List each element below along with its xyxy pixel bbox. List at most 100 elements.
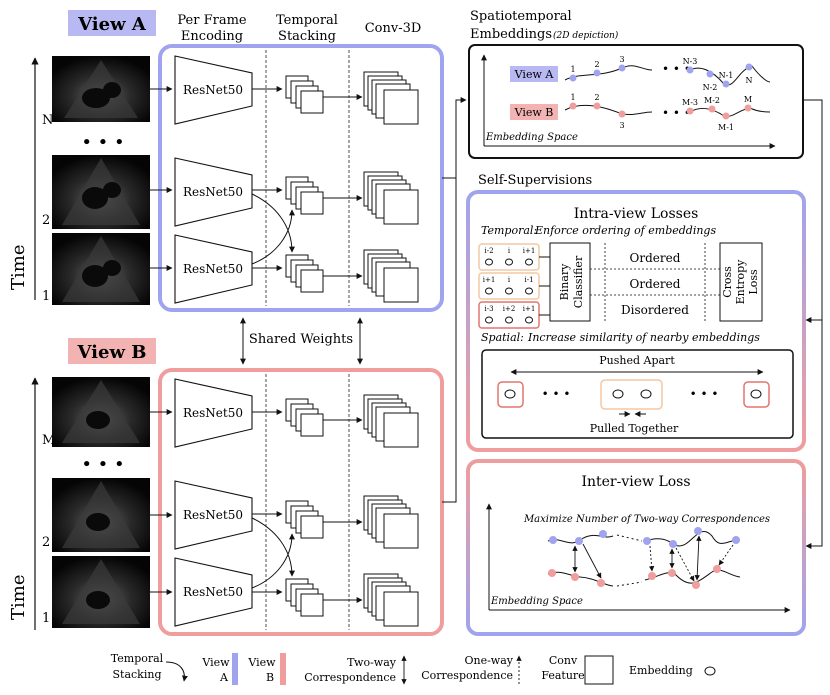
stack-a-1: [285, 254, 324, 293]
embedding-b-point-label: M-1: [718, 123, 734, 132]
spatial-panel: [481, 349, 794, 439]
arrow-b-to-embeddings: [442, 100, 457, 503]
embedding-a-point: [745, 63, 753, 71]
one-way-correspondence-3: [718, 544, 734, 566]
embedding-b-point-label: M-3: [682, 98, 698, 107]
stack-a-2: [285, 176, 324, 215]
triplet-index-label: i+1: [483, 276, 496, 284]
arrow-to-intra-loss: [803, 99, 823, 323]
embedding-icon: [485, 258, 493, 266]
frame-label-b-2: 2: [42, 535, 50, 550]
time-label-b: Time: [8, 575, 29, 620]
embedding-curve-b-1: [564, 104, 653, 116]
embedding-a-point-label: N-1: [719, 71, 734, 80]
embedding-b-point-label: 1: [570, 93, 575, 102]
view-a-header-bg: [68, 10, 156, 36]
inter-curve-b-dash: [616, 581, 643, 587]
inter-space-label: Embedding Space: [490, 596, 583, 607]
legend-temporal-1: Temporal: [111, 652, 164, 665]
embedding-b-point: [593, 102, 601, 110]
encoder-label-a-n: ResNet50: [183, 83, 243, 97]
embedding-curve-a-2: [689, 65, 771, 86]
legend-view-a-1: View: [201, 656, 230, 669]
intra-spatial-text: Increase similarity of nearby embeddings: [527, 331, 760, 344]
triplet-index-label: i: [508, 247, 511, 255]
conv-feature-b-2: [363, 495, 419, 549]
view-b-header-bg: [68, 338, 156, 364]
legend-two-way-2: Correspondence: [304, 671, 396, 684]
intra-view-box: [466, 190, 806, 452]
encoder-label-a-1: ResNet50: [183, 262, 243, 276]
intra-temporal-head: Temporal:: [481, 224, 537, 237]
embedding-icon: [505, 258, 513, 266]
stack-b-1: [285, 578, 324, 617]
embedding-curve-b-2: [689, 107, 771, 117]
pulled-together-label: Pulled Together: [590, 422, 679, 435]
st-title-2: Embeddings: [470, 27, 552, 42]
conv-feature-a-n: [363, 71, 419, 125]
legend-embedding: Embedding: [629, 664, 693, 677]
inter-view-box: [466, 459, 806, 636]
embedding-icon: [505, 287, 513, 295]
temporal-stacking-arrow-b-2: [251, 533, 295, 589]
embedding-b-point: [708, 105, 716, 113]
embedding-view-b-tag: [510, 104, 558, 120]
arrow-to-inter-loss: [805, 320, 823, 549]
temporal-stacking-arrow-a-1: [251, 193, 295, 253]
embedding-icon: [525, 316, 533, 324]
st-title-2d: (2D depiction): [553, 30, 619, 41]
legend-view-a-2: A: [219, 671, 229, 684]
binary-classifier-box: [549, 242, 591, 322]
legend-temporal-2: Stacking: [113, 668, 162, 681]
inter-curve-b-2: [644, 569, 741, 584]
triplet-index-label: i+1: [523, 247, 536, 255]
legend-temporal-arrow: [165, 661, 188, 682]
st-title-1: Spatiotemporal: [470, 9, 572, 24]
embedding-b-point: [722, 112, 730, 120]
conv-feature-a-1: [363, 249, 419, 303]
stack-b-2: [285, 500, 324, 539]
inter-maximize-label: Maximize Number of Two-way Correspondenc…: [523, 514, 770, 525]
embedding-b-point: [618, 110, 626, 118]
inter-title: Inter-view Loss: [581, 474, 690, 490]
legend-embedding-icon: [704, 666, 716, 676]
legend-one-way-2: Correspondence: [421, 669, 513, 682]
spatial-near-box: [600, 379, 663, 410]
per-frame-label: Per Frame: [177, 13, 247, 28]
embedding-b-point: [569, 102, 577, 110]
spatial-dots-right: • • •: [690, 387, 719, 401]
triplet-index-label: i-3: [484, 305, 493, 313]
conv3d-label: Conv-3D: [365, 21, 422, 36]
arrow-a-to-embeddings: [442, 97, 467, 179]
frames-ellipsis-a: • • •: [81, 132, 124, 153]
embedding-b-point-label: M: [744, 95, 752, 104]
embedding-ellipsis-a: • • •: [662, 62, 691, 76]
embedding-curve-a-1: [564, 65, 653, 81]
inter-embeddings-a: [549, 527, 740, 548]
embedding-a-point: [593, 69, 601, 77]
view-a-header: View A: [77, 14, 147, 35]
frame-label-a-2: 2: [42, 213, 50, 228]
embedding-a-point: [569, 74, 577, 82]
legend-conv-2: Feature: [541, 669, 584, 682]
spatial-far-right-box: [743, 381, 770, 408]
encoder-label-b-1: ResNet50: [183, 585, 243, 599]
embedding-a-point: [722, 80, 730, 88]
cross-label: Cross: [721, 266, 734, 298]
embedding-a-point-label: N: [746, 76, 753, 85]
encoder-b-1: [174, 557, 253, 627]
embedding-a-point-label: N-3: [683, 57, 698, 66]
triplet-index-label: i-1: [524, 276, 533, 284]
temporal-stacking-arrow-b-1: [251, 517, 295, 577]
embedding-a-point-label: 2: [594, 60, 599, 69]
pred-ordered-1: Ordered: [630, 251, 681, 265]
embedding-icon: [640, 389, 652, 399]
echo-frame-b-2: [52, 478, 150, 552]
intra-temporal-text: Enforce ordering of embeddings: [534, 224, 716, 237]
temporal-label: Temporal: [276, 13, 338, 28]
frame-label-b-1: 1: [42, 611, 50, 626]
stack-a-n: [285, 75, 324, 114]
